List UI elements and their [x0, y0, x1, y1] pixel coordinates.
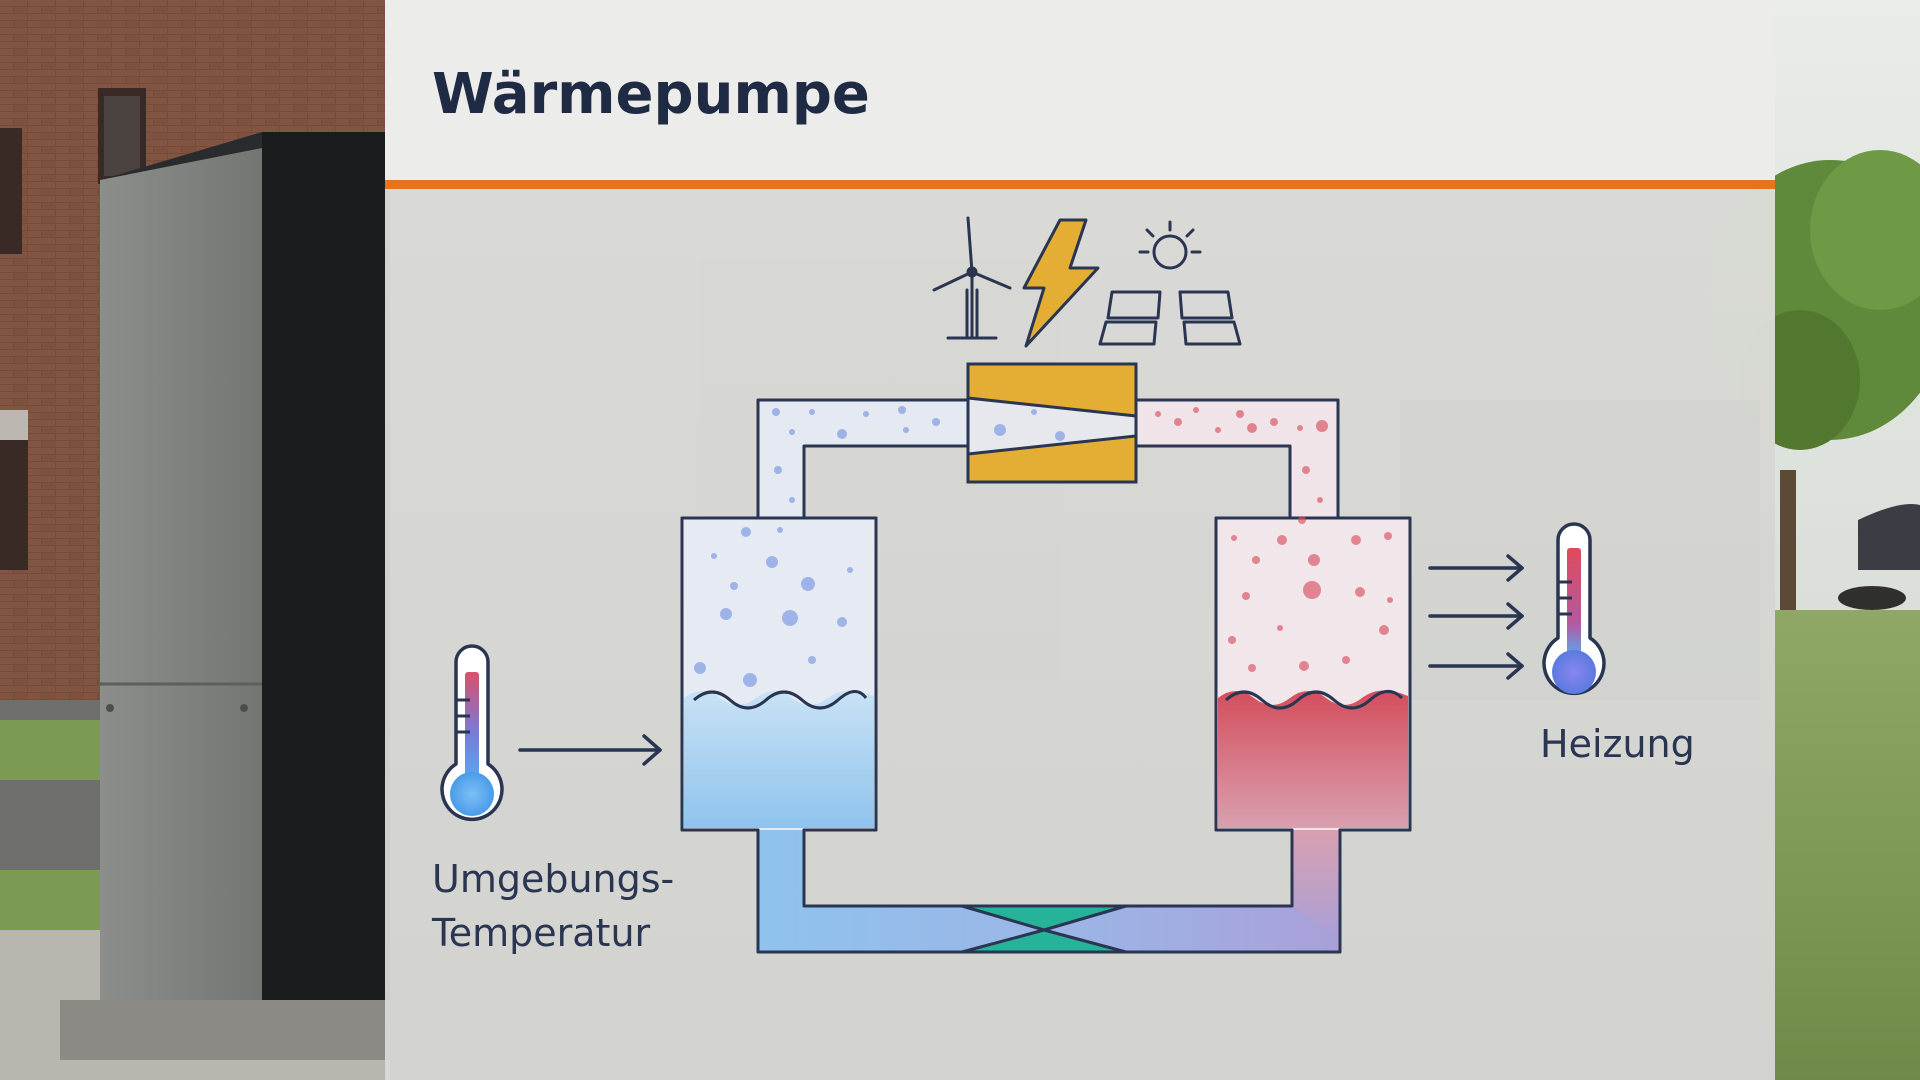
solar-panel-icon: [1098, 290, 1242, 346]
arrow-right-icon: [1428, 602, 1524, 630]
sun-icon: [1138, 220, 1202, 270]
arrow-right-icon: [1428, 652, 1524, 680]
hot-vapor-pipe: [1134, 398, 1340, 524]
thermometer-cold-icon: [440, 644, 504, 822]
cold-bubbles: [694, 406, 1065, 687]
arrow-right-icon: [1428, 554, 1524, 582]
expansion-valve: [960, 904, 1128, 954]
thermometer-hot-icon: [1542, 522, 1606, 696]
lightning-bolt-icon: [1022, 218, 1100, 348]
hot-bubbles: [1155, 407, 1393, 672]
wind-turbine-icon: [932, 216, 1012, 340]
condenser-tank: [1214, 516, 1412, 908]
arrow-right-icon: [518, 734, 662, 766]
ambient-label-line2: Temperatur: [432, 911, 651, 955]
heat-output-arrows: [1428, 554, 1524, 680]
accent-rule: [385, 180, 1775, 189]
ambient-temperature-label: Umgebungs- Temperatur: [432, 852, 674, 960]
heating-label: Heizung: [1540, 722, 1695, 766]
parked-car: [1858, 504, 1920, 570]
lawn: [1775, 610, 1920, 1080]
ambient-label-line1: Umgebungs-: [432, 857, 675, 901]
title-band: [385, 0, 1775, 180]
compressor: [966, 362, 1138, 484]
page-title: Wärmepumpe: [432, 62, 870, 127]
